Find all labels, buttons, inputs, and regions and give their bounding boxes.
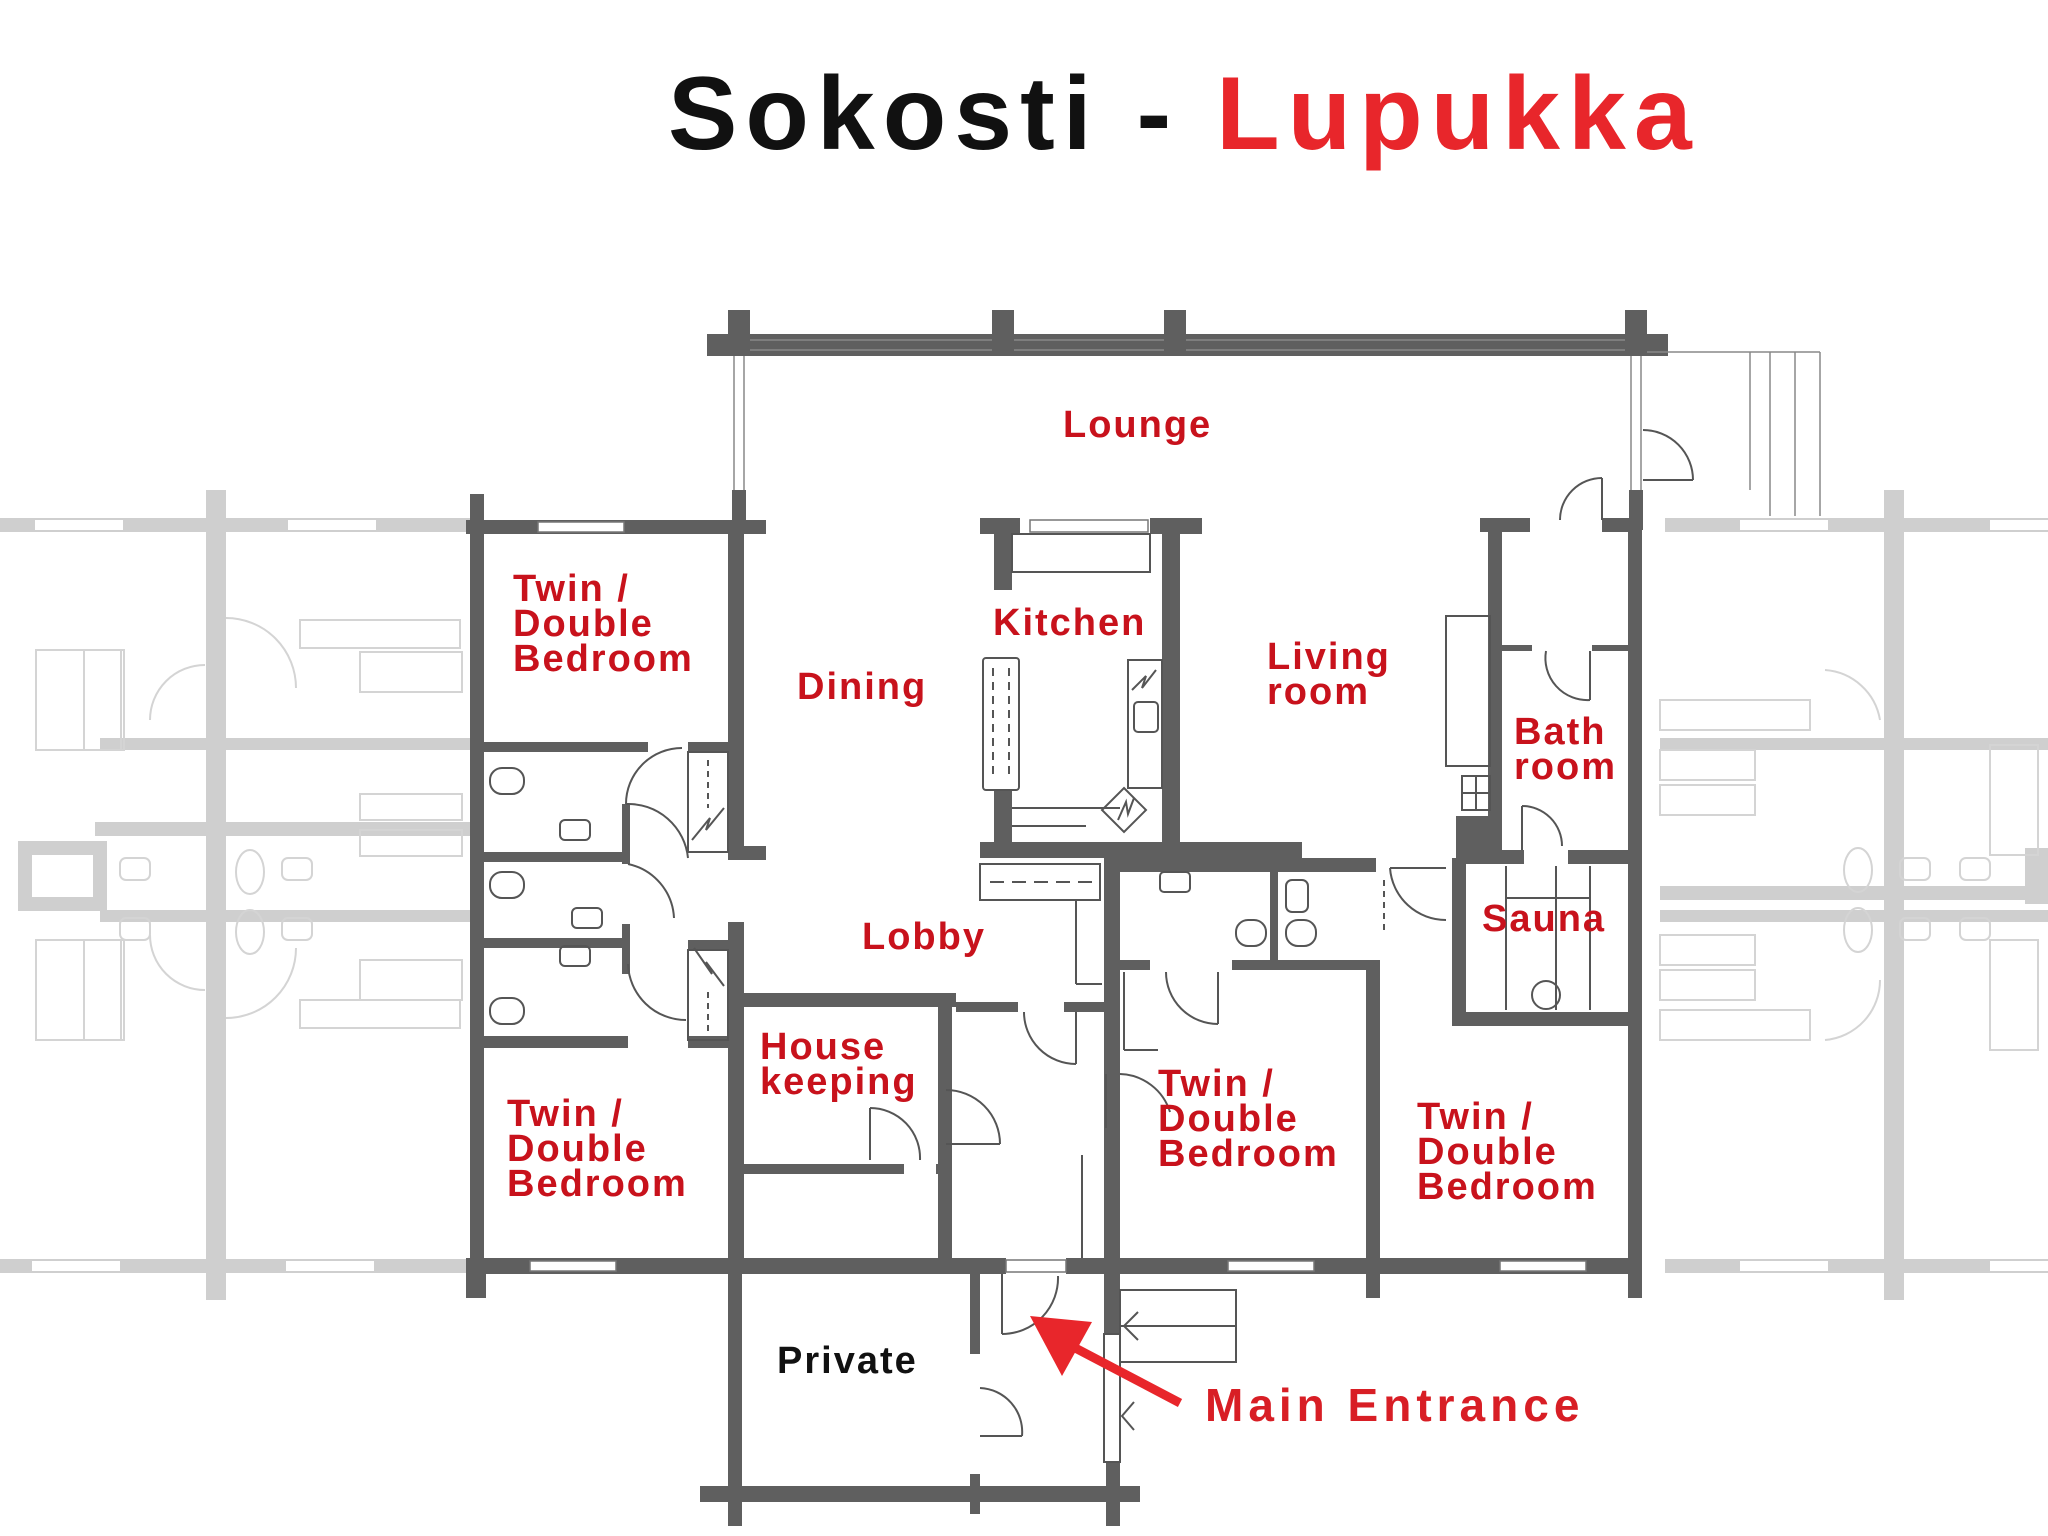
label-bedroom-center-line2: Double [1158, 1097, 1299, 1140]
label-living-room-line1: Living [1267, 636, 1391, 678]
label-bedroom-center-line3: Bedroom [1158, 1132, 1339, 1175]
label-bedroom-se-line2: Double [1417, 1130, 1558, 1173]
label-dining: Dining [797, 666, 928, 708]
label-kitchen: Kitchen [993, 602, 1147, 644]
label-bedroom-sw: Twin / Double Bedroom [507, 1093, 688, 1205]
label-bedroom-nw-line3: Bedroom [513, 637, 694, 680]
neighbor-wing-left-fixtures [35, 617, 463, 1041]
label-bathroom-line2: room [1514, 745, 1617, 788]
neighbor-wing-right [1660, 490, 2048, 1300]
lounge-glazing [733, 339, 1821, 516]
label-lobby: Lobby [862, 916, 986, 958]
label-living-room: Living room [1267, 636, 1391, 713]
label-housekeeping-line2: keeping [760, 1060, 918, 1103]
plan-title: Sokosti - Lupukka [668, 62, 1700, 166]
label-bathroom: Bath room [1514, 711, 1617, 788]
label-main-entrance: Main Entrance [1205, 1379, 1585, 1431]
title-building-name: Sokosti - [668, 56, 1180, 172]
neighbor-wing-left [0, 490, 470, 1300]
main-entrance-arrow [1030, 1316, 1183, 1407]
label-lounge: Lounge [1063, 404, 1213, 446]
label-bedroom-center-line1: Twin / [1158, 1063, 1275, 1105]
label-private: Private [777, 1340, 918, 1382]
label-housekeeping: House keeping [760, 1026, 918, 1103]
doors-and-fixtures [489, 429, 1694, 1463]
title-unit-name: Lupukka [1216, 56, 1700, 172]
label-living-room-line2: room [1267, 670, 1370, 713]
neighbor-wing-right-windows [1740, 520, 2048, 1271]
label-bedroom-sw-line3: Bedroom [507, 1162, 688, 1205]
label-bedroom-se-line1: Twin / [1417, 1096, 1534, 1138]
label-bedroom-nw: Twin / Double Bedroom [513, 568, 694, 680]
label-bathroom-line1: Bath [1514, 711, 1607, 753]
label-sauna: Sauna [1482, 898, 1607, 940]
label-bedroom-se: Twin / Double Bedroom [1417, 1096, 1598, 1208]
neighbor-wing-left-windows [32, 520, 376, 1271]
windows [529, 519, 1587, 1273]
label-bedroom-center: Twin / Double Bedroom [1158, 1063, 1339, 1175]
label-bedroom-sw-line2: Double [507, 1127, 648, 1170]
neighbor-wing-right-fixtures [1659, 669, 2039, 1051]
label-bedroom-sw-line1: Twin / [507, 1093, 624, 1135]
label-bedroom-nw-line1: Twin / [513, 568, 630, 610]
label-bedroom-nw-line2: Double [513, 602, 654, 645]
label-housekeeping-line1: House [760, 1026, 887, 1068]
label-bedroom-se-line3: Bedroom [1417, 1165, 1598, 1208]
